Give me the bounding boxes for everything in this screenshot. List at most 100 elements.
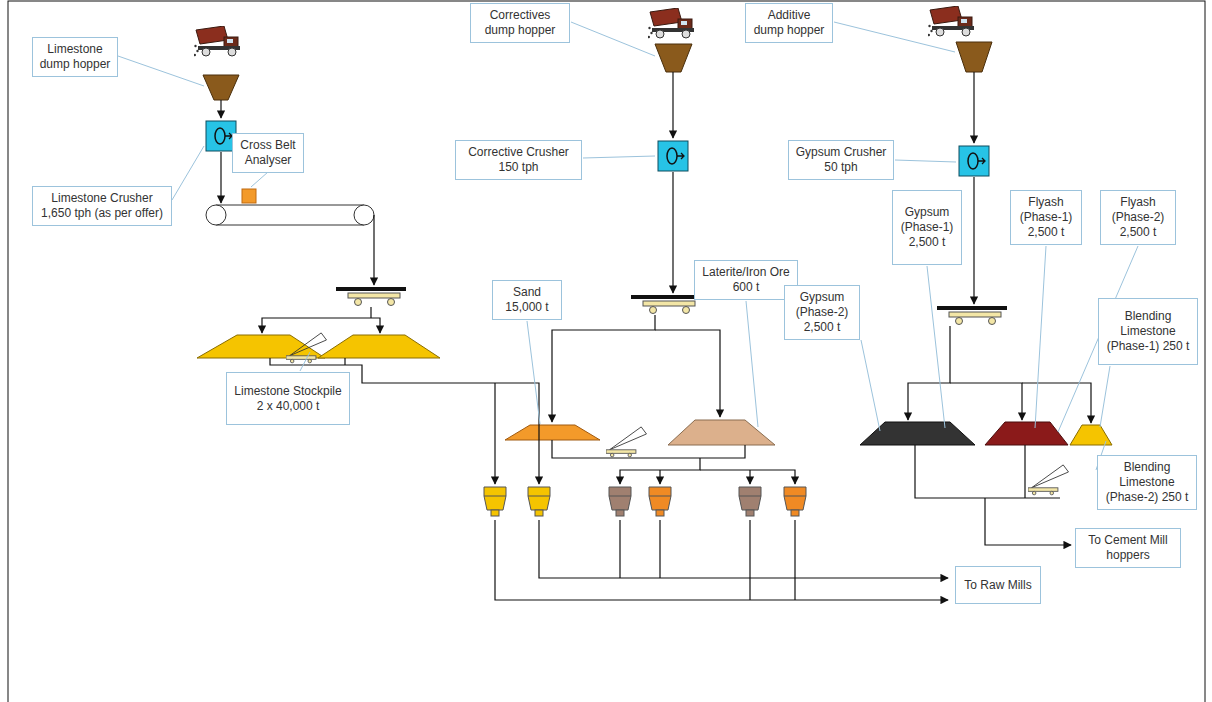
leader-line	[895, 160, 956, 162]
callout-box: Flyash (Phase-2) 2,500 t	[1100, 190, 1176, 245]
leader-line	[527, 321, 540, 424]
callout-text: To Raw Mills	[961, 578, 1035, 593]
callout-box: Blending Limestone (Phase-2) 250 t	[1097, 455, 1197, 510]
flow-line	[700, 470, 795, 484]
callout-text: Flyash (Phase-2) 2,500 t	[1106, 195, 1170, 240]
flow-line	[973, 177, 974, 304]
callout-text: Sand 15,000 t	[498, 285, 556, 315]
flow-lines	[221, 72, 1091, 600]
crusher-symbol	[658, 141, 688, 171]
flow-line	[950, 383, 1022, 420]
flow-line	[494, 383, 495, 484]
flow-line	[220, 100, 221, 118]
belt-pulley	[354, 205, 374, 225]
laterite-pile	[668, 420, 775, 445]
leader-line	[300, 352, 310, 371]
callout-text: Gypsum Crusher 50 tph	[794, 145, 888, 175]
callout-box: Flyash (Phase-1) 2,500 t	[1010, 190, 1082, 245]
leader-line	[571, 22, 655, 56]
flow-line	[659, 470, 660, 484]
leader-line	[1100, 366, 1110, 427]
flow-line	[262, 318, 371, 333]
flow-line	[1022, 383, 1091, 423]
flow-line	[973, 72, 974, 143]
leader-line	[251, 172, 268, 187]
callout-text: Cross Belt Analyser	[238, 138, 298, 168]
leader-line	[927, 266, 945, 428]
dump-truck	[928, 6, 974, 36]
flow-line	[672, 72, 673, 138]
callout-box: Additive dump hopper	[745, 3, 833, 43]
reclaimer-symbol	[1028, 465, 1068, 495]
callout-box: Cross Belt Analyser	[232, 133, 304, 173]
callout-text: Limestone Stockpile 2 x 40,000 t	[232, 384, 344, 414]
callout-box: To Raw Mills	[955, 566, 1041, 604]
leader-line	[1035, 246, 1046, 428]
belt-line	[216, 205, 364, 206]
callout-box: Limestone Crusher 1,650 tph (as per offe…	[32, 186, 172, 226]
laterite-bin	[609, 487, 631, 516]
flow-line	[552, 440, 745, 458]
flow-line	[985, 498, 1071, 545]
limestone-bin	[528, 487, 550, 516]
sand-pile	[505, 425, 600, 440]
leader-lines	[118, 22, 1138, 470]
page-frame	[8, 1, 1205, 702]
callout-box: Laterite/Iron Ore 600 t	[694, 260, 798, 300]
callout-text: Correctives dump hopper	[476, 8, 564, 38]
tripper-car	[336, 287, 406, 306]
callout-box: Sand 15,000 t	[492, 280, 562, 320]
dump-truck	[648, 8, 694, 38]
callout-box: Gypsum (Phase-2) 2,500 t	[784, 285, 860, 340]
receiving-equipment	[194, 6, 992, 176]
callout-text: Additive dump hopper	[751, 8, 827, 38]
analyser-symbol	[242, 189, 256, 203]
callout-box: Correctives dump hopper	[470, 3, 570, 43]
stacker-reclaimer	[336, 287, 1007, 325]
flow-line	[220, 152, 221, 203]
dump-truck	[194, 26, 240, 56]
flow-line	[655, 330, 720, 417]
callout-text: Gypsum (Phase-1) 2,500 t	[898, 205, 956, 250]
leader-line	[861, 340, 880, 431]
leader-line	[583, 156, 655, 158]
flow-line	[373, 215, 374, 285]
tripper-car	[631, 295, 701, 314]
flow-line	[552, 315, 655, 422]
leader-line	[172, 146, 204, 200]
flow-line	[749, 470, 750, 484]
reclaimer-symbol	[606, 427, 646, 457]
callout-box: Limestone Stockpile 2 x 40,000 t	[226, 372, 350, 425]
reclaimers	[286, 333, 1068, 495]
callout-box: Corrective Crusher 150 tph	[455, 140, 582, 180]
limestone-pile	[197, 335, 325, 358]
dump-hopper	[956, 42, 992, 72]
tripper-car	[937, 306, 1007, 325]
sand-bin	[784, 487, 806, 516]
callout-box: Gypsum (Phase-1) 2,500 t	[892, 190, 962, 265]
stockpiles	[197, 335, 1112, 445]
crusher-symbol	[959, 146, 989, 176]
belt-conveyor	[206, 189, 374, 225]
callout-text: Laterite/Iron Ore 600 t	[700, 265, 792, 295]
sand-bin	[649, 487, 671, 516]
belt-pulley	[206, 205, 226, 225]
callout-box: Gypsum Crusher 50 tph	[788, 140, 894, 180]
flow-line	[908, 326, 950, 420]
flow-line	[672, 172, 673, 293]
callout-box: To Cement Mill hoppers	[1075, 528, 1181, 568]
callout-text: Corrective Crusher 150 tph	[461, 145, 576, 175]
flow-line	[620, 458, 700, 484]
callout-text: Blending Limestone (Phase-1) 250 t	[1104, 309, 1192, 354]
flow-line	[370, 307, 371, 318]
flow-line	[371, 318, 380, 333]
callout-text: Limestone dump hopper	[38, 42, 112, 72]
callout-text: To Cement Mill hoppers	[1081, 533, 1175, 563]
callout-text: Limestone Crusher 1,650 tph (as per offe…	[38, 191, 166, 221]
limestone-pile	[318, 335, 440, 358]
flow-line	[344, 358, 345, 365]
belt-line	[216, 225, 364, 226]
feed-bins	[484, 487, 806, 516]
